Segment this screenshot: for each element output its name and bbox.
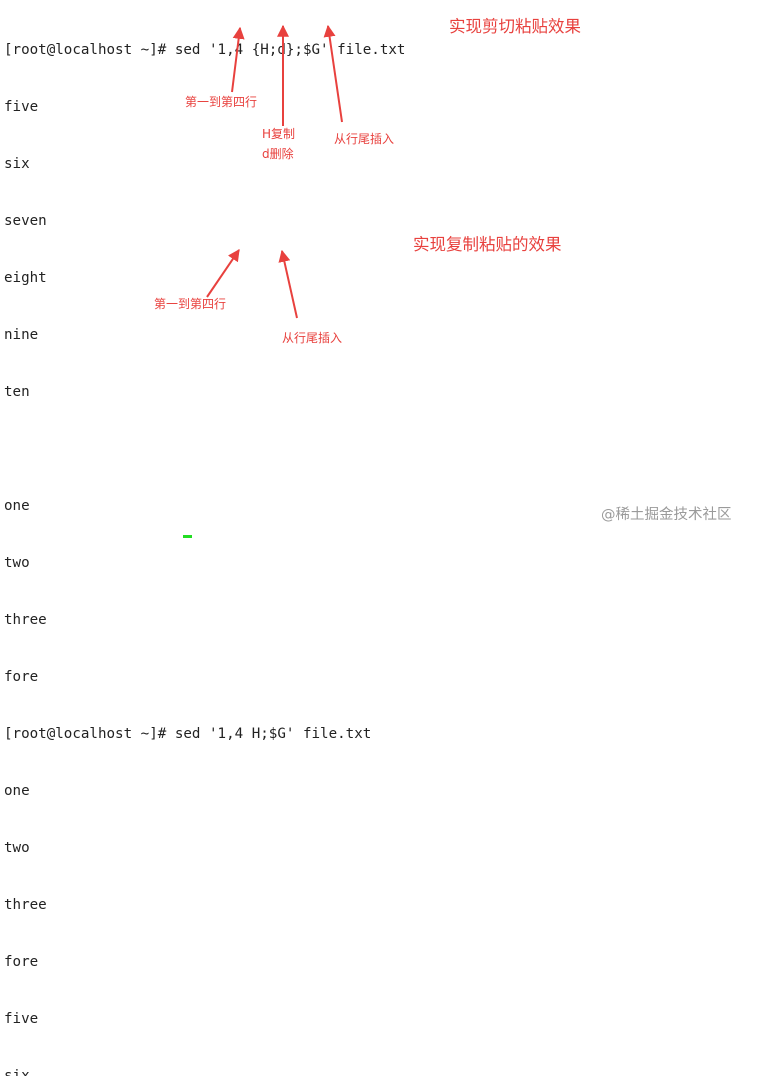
terminal-line-prompt-1: [root@localhost ~]# sed '1,4 {H;d};$G' f… — [4, 42, 406, 58]
terminal-line: one — [4, 783, 30, 799]
terminal-line: six — [4, 156, 30, 172]
section1-hold-note: H复制 d删除 — [262, 124, 295, 164]
section1-title: 实现剪切粘贴效果 — [449, 17, 581, 36]
terminal-line: five — [4, 1011, 39, 1027]
terminal-line-prompt-2: [root@localhost ~]# sed '1,4 H;$G' file.… — [4, 726, 372, 742]
terminal-cursor — [183, 535, 192, 538]
terminal-line: seven — [4, 213, 47, 229]
terminal-line: two — [4, 840, 30, 856]
terminal-line-blank — [4, 440, 405, 459]
terminal-line: six — [4, 1068, 30, 1076]
hold-copy-label: H复制 — [262, 127, 296, 141]
terminal-line: three — [4, 612, 47, 628]
watermark: @稀土掘金技术社区 — [601, 507, 732, 523]
terminal-line: fore — [4, 954, 39, 970]
terminal-line: five — [4, 99, 39, 115]
terminal-line: ten — [4, 384, 30, 400]
terminal-line: eight — [4, 270, 47, 286]
section1-range-note: 第一到第四行 — [185, 95, 258, 109]
terminal-line: fore — [4, 669, 39, 685]
terminal-output: [root@localhost ~]# sed '1,4 {H;d};$G' f… — [4, 3, 405, 1076]
terminal-line: nine — [4, 327, 39, 343]
section2-title: 实现复制粘贴的效果 — [413, 235, 562, 254]
terminal-line: three — [4, 897, 47, 913]
section2-append-note: 从行尾插入 — [282, 331, 343, 345]
section2-range-note: 第一到第四行 — [154, 297, 227, 311]
terminal-line: two — [4, 555, 30, 571]
terminal-line: one — [4, 498, 30, 514]
delete-label: d删除 — [262, 147, 294, 161]
section1-append-note: 从行尾插入 — [334, 132, 395, 146]
